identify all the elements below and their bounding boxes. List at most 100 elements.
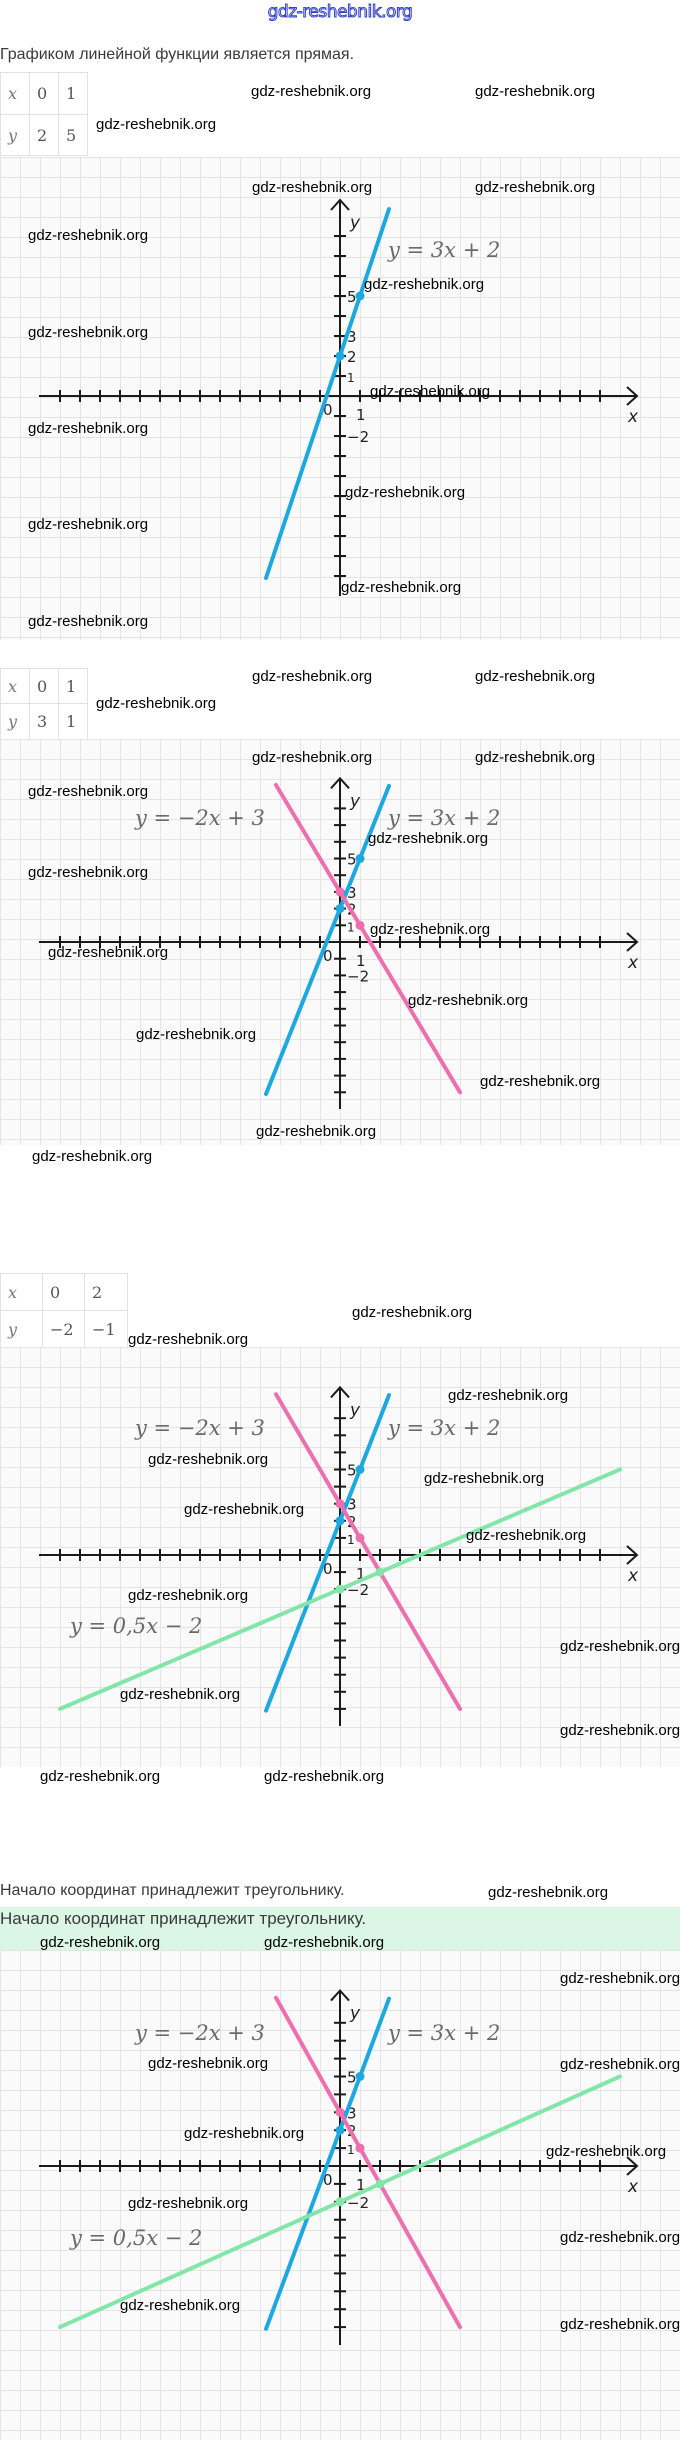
- series-line: [264, 1393, 391, 1713]
- series-point: [355, 920, 365, 930]
- y-axis-arrow-icon: [330, 198, 350, 211]
- watermark-text: gdz-reshebnik.org: [28, 227, 149, 244]
- series-point: [335, 1584, 345, 1594]
- table-cell: x: [0, 72, 30, 115]
- x-axis-label: x: [627, 953, 639, 973]
- y-tick-label: 5: [347, 2069, 357, 2087]
- series-point: [335, 904, 345, 914]
- x-axis-label: x: [627, 407, 639, 427]
- watermark-text: gdz-reshebnik.org: [128, 2195, 249, 2212]
- x-tick-label: 1: [356, 406, 366, 424]
- watermark-text: gdz-reshebnik.org: [136, 1026, 257, 1043]
- watermark-text: gdz-reshebnik.org: [184, 2125, 305, 2142]
- y-tick-label: 3: [347, 884, 357, 902]
- y-axis-label: y: [349, 1400, 361, 1420]
- x-tick-label: 1: [356, 2176, 366, 2194]
- watermark-text: gdz-reshebnik.org: [475, 83, 596, 100]
- y-axis-arrow-icon: [330, 1385, 350, 1399]
- series-point: [335, 351, 345, 361]
- series-point: [335, 2125, 345, 2135]
- watermark-text: gdz-reshebnik.org: [352, 1304, 473, 1321]
- series-point: [335, 887, 345, 897]
- equation-label: y = 0,5x − 2: [69, 1614, 202, 1638]
- watermark-text: gdz-reshebnik.org: [28, 516, 149, 533]
- equation-label: y = 0,5x − 2: [69, 2226, 202, 2250]
- x-axis-arrow-icon: [626, 932, 639, 952]
- watermark-text: gdz-reshebnik.org: [252, 668, 373, 685]
- x-axis-arrow-icon: [626, 2156, 639, 2176]
- y-axis-label: y: [349, 791, 361, 811]
- watermark-text: gdz-reshebnik.org: [424, 1470, 545, 1487]
- watermark-text: gdz-reshebnik.org: [184, 1501, 305, 1518]
- watermark-text: gdz-reshebnik.org: [560, 2056, 680, 2073]
- watermark-text: gdz-reshebnik.org: [32, 1148, 153, 1165]
- y-tick-label: 3: [347, 2104, 357, 2122]
- series-point: [375, 1567, 385, 1577]
- conclusion-highlight-text: Начало координат принадлежит треугольник…: [0, 1909, 367, 1928]
- x-axis-label: x: [627, 1566, 639, 1586]
- watermark-text: gdz-reshebnik.org: [28, 420, 149, 437]
- watermark-text: gdz-reshebnik.org: [96, 695, 217, 712]
- origin-label: 0: [323, 2171, 333, 2189]
- series-point: [355, 1533, 365, 1543]
- y-tick-label: −2: [347, 967, 369, 985]
- x-tick-label: 1: [356, 1565, 366, 1583]
- watermark-text: gdz-reshebnik.org: [28, 324, 149, 341]
- watermark-text: gdz-reshebnik.org: [475, 179, 596, 196]
- watermark-text: gdz-reshebnik.org: [475, 668, 596, 685]
- watermark-text: gdz-reshebnik.org: [560, 2316, 680, 2333]
- series-point: [355, 2143, 365, 2153]
- watermark-text: gdz-reshebnik.org: [28, 783, 149, 800]
- y-tick-label: 1: [347, 920, 355, 934]
- series-point: [355, 1465, 365, 1474]
- watermark-text: gdz-reshebnik.org: [252, 749, 373, 766]
- table-cell: 3: [29, 703, 59, 740]
- table-cell: −1: [84, 1310, 128, 1348]
- origin-label: 0: [323, 401, 333, 419]
- watermark-text: gdz-reshebnik.org: [28, 864, 149, 881]
- y-tick-label: 2: [347, 348, 357, 366]
- watermark-text: gdz-reshebnik.org: [488, 1884, 609, 1901]
- watermark-text: gdz-reshebnik.org: [466, 1527, 587, 1544]
- series-point: [335, 1516, 345, 1526]
- watermark-text: gdz-reshebnik.org: [40, 1768, 161, 1785]
- y-tick-label: −2: [347, 428, 369, 446]
- series-point: [335, 2197, 345, 2207]
- table-cell: 2: [84, 1273, 128, 1311]
- y-tick-label: 1: [347, 1533, 355, 1547]
- series-point: [335, 2107, 345, 2117]
- watermark-text: gdz-reshebnik.org: [264, 1768, 385, 1785]
- conclusion-text: Начало координат принадлежит треугольник…: [0, 1882, 345, 1899]
- site-logo[interactable]: gdz-reshebnik.org: [267, 2, 413, 23]
- watermark-text: gdz-reshebnik.org: [560, 1638, 680, 1655]
- watermark-text: gdz-reshebnik.org: [40, 1934, 161, 1951]
- watermark-text: gdz-reshebnik.org: [448, 1387, 569, 1404]
- series-line: [274, 1392, 462, 1711]
- x-axis-arrow-icon: [626, 386, 639, 406]
- equation-label: y = 3x + 2: [387, 2021, 500, 2045]
- y-tick-label: 3: [347, 328, 357, 346]
- x-axis-label: x: [627, 2177, 639, 2197]
- y-axis-label: y: [349, 213, 361, 233]
- y-axis-arrow-icon: [330, 776, 350, 790]
- y-tick-label: 1: [347, 371, 355, 385]
- table-cell: −2: [42, 1310, 85, 1348]
- watermark-text: gdz-reshebnik.org: [408, 992, 529, 1009]
- y-axis-label: y: [349, 2004, 361, 2024]
- series-point: [355, 291, 365, 301]
- watermark-text: gdz-reshebnik.org: [475, 749, 596, 766]
- watermark-text: gdz-reshebnik.org: [560, 1970, 680, 1987]
- series-line: [264, 207, 391, 580]
- y-tick-label: 5: [347, 851, 357, 869]
- x-axis-arrow-icon: [626, 1545, 639, 1565]
- watermark-text: gdz-reshebnik.org: [480, 1073, 601, 1090]
